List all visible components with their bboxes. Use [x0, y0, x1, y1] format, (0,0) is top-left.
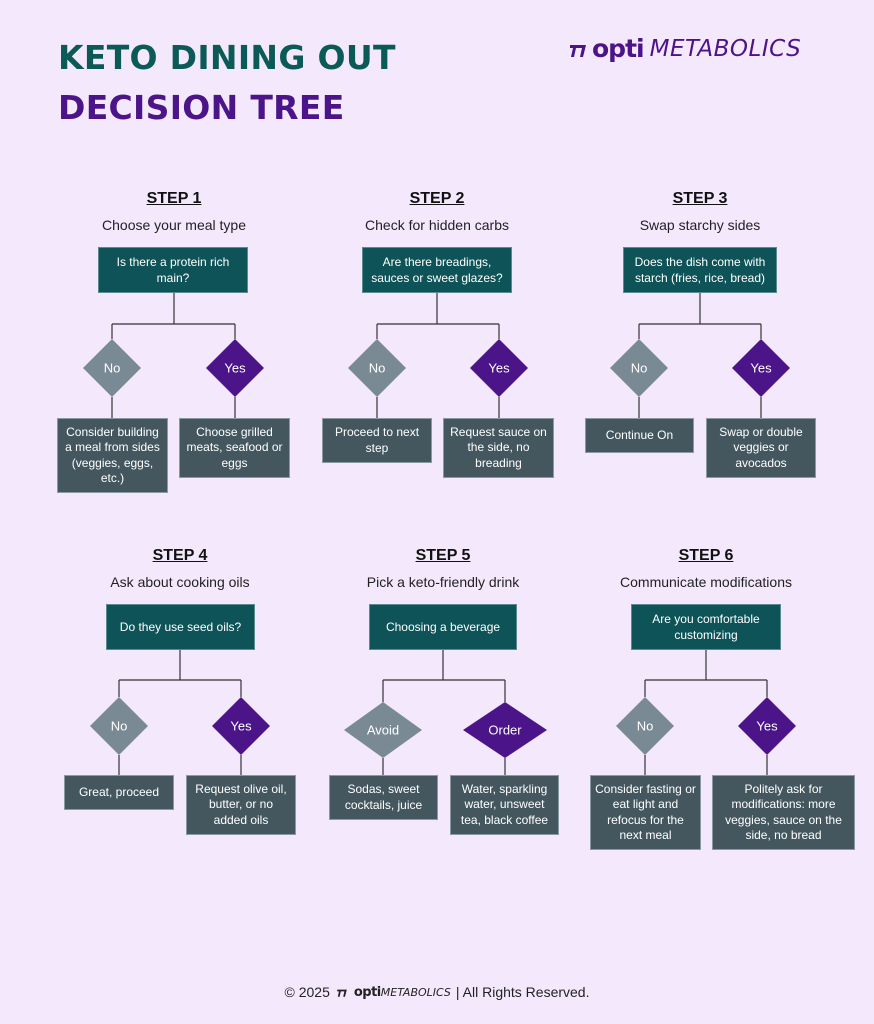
step-5-heading: STEP 5: [415, 547, 471, 564]
step-5-no-label: Avoid: [366, 722, 400, 738]
step-5-subtitle: Pick a keto-friendly drink: [366, 574, 520, 590]
step-3-question: Does the dish come with starch (fries, r…: [623, 247, 777, 293]
step-6-heading: STEP 6: [678, 547, 734, 564]
step-6-yes-diamond: [738, 697, 796, 755]
step-6-no-outcome: Consider fasting or eat light and refocu…: [590, 775, 701, 850]
step-1-yes-label: Yes: [224, 360, 246, 376]
step-4-subtitle: Ask about cooking oils: [110, 574, 250, 590]
footer: © 2025 optiMETABOLICS | All Rights Reser…: [0, 983, 874, 1001]
step-5-yes-label: Order: [488, 722, 522, 738]
step-3-no-label: No: [630, 360, 648, 376]
step-5-question: Choosing a beverage: [369, 604, 517, 650]
step-6-subtitle: Communicate modifications: [620, 574, 792, 590]
step-2-no-outcome: Proceed to next step: [322, 418, 432, 463]
step-3-yes-outcome: Swap or double veggies or avocados: [706, 418, 816, 478]
step-1-subtitle: Choose your meal type: [102, 217, 246, 233]
step-4-heading: STEP 4: [152, 547, 208, 564]
footer-brand-metabolics: METABOLICS: [380, 986, 451, 999]
step-6-question: Are you comfortable customizing: [631, 604, 781, 650]
step-6-no-diamond: [616, 697, 674, 755]
step-5-no-outcome: Sodas, sweet cocktails, juice: [329, 775, 438, 820]
step-3-yes-label: Yes: [750, 360, 772, 376]
step-4-no-label: No: [110, 718, 128, 734]
brand-metabolics: METABOLICS: [649, 35, 802, 62]
step-1-no-label: No: [103, 360, 121, 376]
step-5-yes-outcome: Water, sparkling water, unsweet tea, bla…: [450, 775, 559, 835]
step-4-yes-label: Yes: [230, 718, 252, 734]
step-2-yes-diamond: [470, 339, 528, 397]
step-1-no-outcome: Consider building a meal from sides (veg…: [57, 418, 168, 493]
step-1-heading: STEP 1: [146, 190, 202, 207]
step-4-no-diamond: [90, 697, 148, 755]
footer-brand-opti: opti: [353, 985, 381, 1000]
title-line-2: DECISION TREE: [58, 88, 345, 127]
step-1-no-diamond: [83, 339, 141, 397]
step-2-no-diamond: [348, 339, 406, 397]
brand-mark-icon: [570, 44, 586, 57]
step-3-subtitle: Swap starchy sides: [639, 217, 761, 233]
step-2-yes-label: Yes: [488, 360, 510, 376]
step-4-no-outcome: Great, proceed: [64, 775, 174, 810]
step-2-question: Are there breadings, sauces or sweet gla…: [362, 247, 512, 293]
brand-opti: opti: [592, 34, 645, 63]
step-6-no-label: No: [636, 718, 654, 734]
step-4-question: Do they use seed oils?: [106, 604, 255, 650]
step-1-yes-diamond: [206, 339, 264, 397]
step-5-no-diamond: [344, 702, 422, 758]
step-1-yes-outcome: Choose grilled meats, seafood or eggs: [179, 418, 290, 478]
step-6-yes-outcome: Politely ask for modifications: more veg…: [712, 775, 855, 850]
step-2-no-label: No: [368, 360, 386, 376]
footer-rights: | All Rights Reserved.: [455, 983, 590, 1000]
brand-logo: opti METABOLICS: [568, 34, 801, 63]
footer-brand-mark-icon: [337, 989, 347, 997]
step-5-yes-diamond: [463, 702, 547, 758]
step-3-no-diamond: [610, 339, 668, 397]
step-3-no-outcome: Continue On: [585, 418, 694, 453]
title-line-1: KETO DINING OUT: [58, 38, 396, 77]
step-3-yes-diamond: [732, 339, 790, 397]
step-3-heading: STEP 3: [672, 190, 728, 207]
step-2-subtitle: Check for hidden carbs: [365, 217, 509, 233]
step-2-heading: STEP 2: [409, 190, 465, 207]
step-4-yes-outcome: Request olive oil, butter, or no added o…: [186, 775, 296, 835]
step-4-yes-diamond: [212, 697, 270, 755]
footer-copyright: © 2025: [284, 983, 330, 1000]
step-1-question: Is there a protein rich main?: [98, 247, 248, 293]
step-6-yes-label: Yes: [756, 718, 778, 734]
step-2-yes-outcome: Request sauce on the side, no breading: [443, 418, 554, 478]
